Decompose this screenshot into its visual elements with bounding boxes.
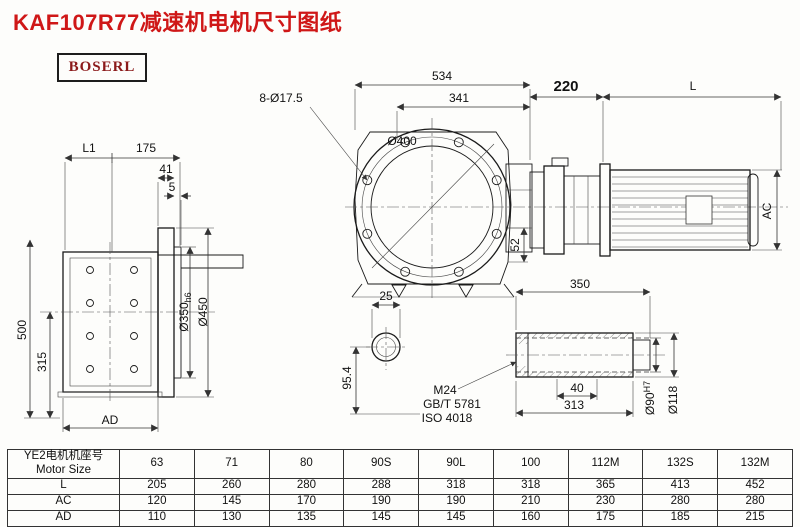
table-cell: 210: [492, 493, 569, 511]
dim-ad-label: AD: [102, 413, 119, 427]
motor-size-table: YE2电机机座号 Motor Size 63 71 80 90S 90L 100…: [7, 449, 793, 527]
dim-350-label: 350: [570, 277, 590, 291]
motor-size-col: 90L: [418, 449, 494, 479]
motor-view: 220 L AC: [529, 78, 782, 257]
motor-size-col: 132S: [642, 449, 719, 479]
page-title: KAF107R77减速机电机尺寸图纸: [13, 10, 343, 35]
dim-l1-label: L1: [82, 141, 96, 155]
dim-954-label: 95.4: [340, 366, 354, 390]
motor-size-col: 90S: [343, 449, 420, 479]
table-cell: 190: [343, 493, 420, 511]
shaft-end-outline: [366, 327, 406, 370]
motor-size-col: 100: [492, 449, 569, 479]
left-view-outline: [40, 227, 244, 402]
table-cell: 280: [717, 493, 793, 511]
dim-534-label: 534: [432, 69, 452, 83]
table-header-en: Motor Size: [36, 463, 91, 476]
dim-ac-label: AC: [760, 202, 774, 219]
dim-40-label: 40: [570, 381, 584, 395]
front-view-outline: [345, 118, 788, 300]
dim-350h6-tolerance: h6: [183, 292, 193, 302]
motor-size-col: 63: [119, 449, 195, 479]
motor-outline: [529, 157, 759, 257]
table-cell: 160: [492, 509, 569, 527]
dim-motor-length-label: L: [690, 79, 697, 93]
table-cell: 215: [717, 509, 793, 527]
shaft-end-dimension-lines: [350, 301, 420, 415]
table-cell: 185: [642, 509, 719, 527]
hollow-shaft-dimension-lines: [457, 288, 679, 417]
motor-dimension-lines: [529, 93, 782, 251]
table-cell: 318: [418, 477, 494, 495]
table-cell: 452: [717, 477, 793, 495]
bolt-spec-m24-label: M24: [433, 383, 457, 397]
table-cell: 175: [567, 509, 644, 527]
dim-175-label: 175: [136, 141, 156, 155]
table-cell: 170: [268, 493, 345, 511]
hollow-shaft-outline: [506, 332, 668, 378]
table-cell: 318: [492, 477, 569, 495]
table-cell: 230: [567, 493, 644, 511]
front-view: 534 341 8-Ø17.5 Ø400 52: [259, 69, 788, 300]
table-cell: 280: [268, 477, 345, 495]
table-cell: 288: [343, 477, 420, 495]
table-cell: 110: [119, 509, 195, 527]
table-cell: 145: [343, 509, 420, 527]
dim-341-label: 341: [449, 91, 469, 105]
dim-90h7-main: Ø90: [643, 392, 657, 415]
row-label: AD: [7, 509, 120, 527]
dim-450-label: Ø450: [196, 297, 210, 327]
table-cell: 145: [193, 493, 270, 511]
dim-90h7-label: Ø90H7: [642, 381, 657, 415]
table-cell: 190: [418, 493, 494, 511]
dim-52-label: 52: [508, 238, 522, 252]
dim-118-label: Ø118: [666, 385, 680, 414]
dim-25-label: 25: [379, 289, 393, 303]
table-cell: 413: [642, 477, 719, 495]
dim-41-label: 41: [159, 162, 173, 176]
table-cell: 120: [119, 493, 195, 511]
bolt-spec-iso-label: ISO 4018: [422, 411, 473, 425]
shaft-end-view: 25 95.4: [340, 289, 420, 415]
table-row-AD: AD 110 130 135 145 145 160 175 185 215: [7, 509, 793, 527]
dim-313-label: 313: [564, 398, 584, 412]
dim-400-label: Ø400: [387, 134, 417, 148]
brand-logo-text: BOSERL: [68, 59, 136, 75]
hollow-shaft-detail: 350 40 313 Ø90H7 Ø118 M24 GB/T 5781 ISO …: [422, 277, 680, 425]
table-cell: 260: [193, 477, 270, 495]
left-side-view: L1 175 41 5 500 315 Ø350h6 Ø450 AD: [15, 141, 244, 432]
left-view-dimension-lines: [24, 153, 214, 432]
table-cell: 205: [119, 477, 195, 495]
table-cell: 145: [418, 509, 494, 527]
bolt-spec-gbt-label: GB/T 5781: [423, 397, 481, 411]
front-view-dimension-lines: [309, 81, 531, 263]
motor-size-col: 132M: [717, 449, 793, 479]
row-label: L: [7, 477, 120, 495]
table-cell: 280: [642, 493, 719, 511]
row-label: AC: [7, 493, 120, 511]
table-row-L: L 205 260 280 288 318 318 365 413 452: [7, 477, 793, 495]
motor-size-col: 112M: [567, 449, 644, 479]
table-cell: 365: [567, 477, 644, 495]
dim-500-label: 500: [15, 320, 29, 340]
dim-5-label: 5: [169, 180, 176, 194]
motor-size-col: 71: [193, 449, 270, 479]
brand-logo-box: BOSERL: [57, 53, 147, 82]
table-header-row: YE2电机机座号 Motor Size 63 71 80 90S 90L 100…: [7, 449, 793, 479]
table-header-cell: YE2电机机座号 Motor Size: [7, 449, 120, 479]
table-header-cn: YE2电机机座号: [23, 450, 104, 462]
table-cell: 130: [193, 509, 270, 527]
table-row-AC: AC 120 145 170 190 190 210 230 280 280: [7, 493, 793, 511]
technical-drawing: L1 175 41 5 500 315 Ø350h6 Ø450 AD: [15, 69, 788, 432]
dim-350h6-main: Ø350: [177, 302, 191, 332]
dim-220-label: 220: [553, 78, 578, 95]
dim-350h6-label: Ø350h6: [177, 292, 193, 331]
motor-size-col: 80: [268, 449, 345, 479]
dim-bolt-holes-label: 8-Ø17.5: [259, 91, 303, 105]
dim-90h7-tolerance: H7: [642, 381, 652, 393]
dim-315-label: 315: [35, 352, 49, 372]
table-cell: 135: [268, 509, 345, 527]
